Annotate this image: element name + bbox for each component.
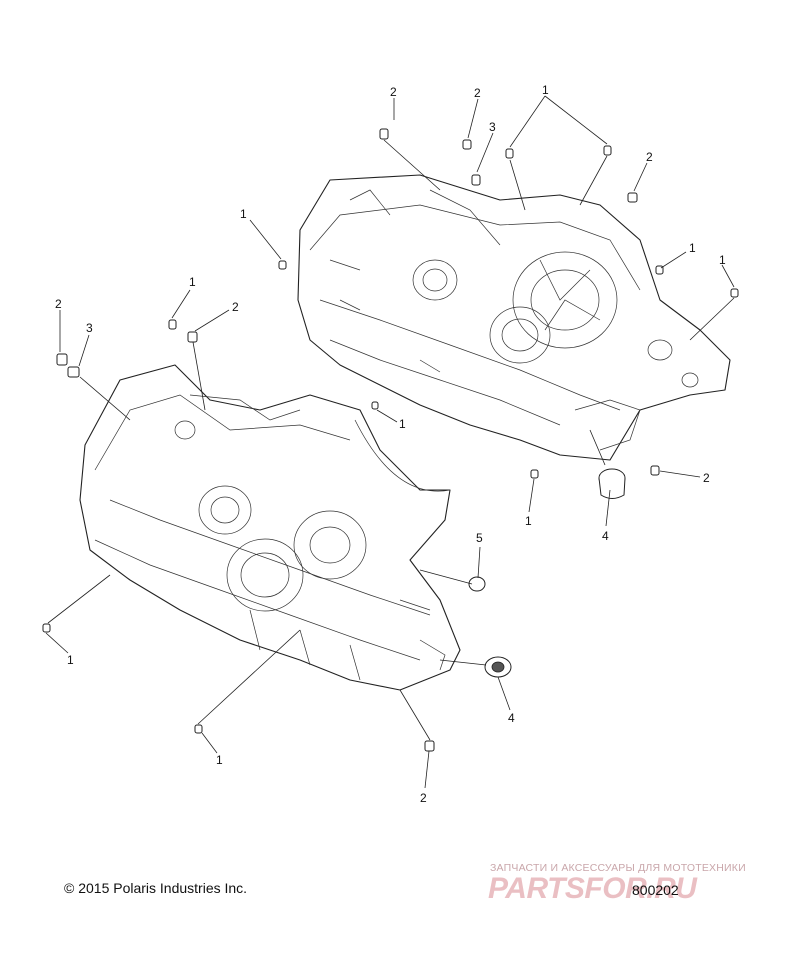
callout-label: 1 (525, 514, 532, 528)
figure-number: 800202 (632, 882, 679, 898)
callout-label: 2 (232, 300, 239, 314)
callout-numbers: 2 2 3 1 2 1 1 1 2 3 1 2 1 1 2 4 5 1 4 1 … (55, 83, 726, 805)
callout-label: 2 (55, 297, 62, 311)
callout-label: 1 (67, 653, 74, 667)
callout-label: 3 (86, 321, 93, 335)
callout-label: 2 (646, 150, 653, 164)
callout-label: 1 (542, 83, 549, 97)
watermark-logo: PARTSFOR.RU (488, 872, 697, 905)
callout-label: 1 (689, 241, 696, 255)
watermark-caption: ЗАПЧАСТИ И АКСЕССУАРЫ ДЛЯ МОТОТЕХНИКИ (490, 862, 746, 874)
callout-label: 3 (489, 120, 496, 134)
callout-label: 2 (703, 471, 710, 485)
callout-label: 2 (474, 86, 481, 100)
upper-crankcase-half (297, 174, 731, 461)
lower-crankcase-half (79, 364, 461, 691)
oil-seals (468, 468, 626, 678)
callout-label: 4 (602, 529, 609, 543)
callout-label: 1 (216, 753, 223, 767)
callout-label: 5 (476, 531, 483, 545)
callout-label: 2 (420, 791, 427, 805)
callout-label: 4 (508, 711, 515, 725)
copyright-notice: © 2015 Polaris Industries Inc. (64, 880, 248, 896)
leader-lines (45, 95, 735, 789)
callout-label: 1 (240, 207, 247, 221)
callout-label: 1 (189, 275, 196, 289)
callout-label: 1 (399, 417, 406, 431)
dowel-pins (42, 128, 739, 752)
callout-label: 2 (390, 85, 397, 99)
callout-label: 1 (719, 253, 726, 267)
